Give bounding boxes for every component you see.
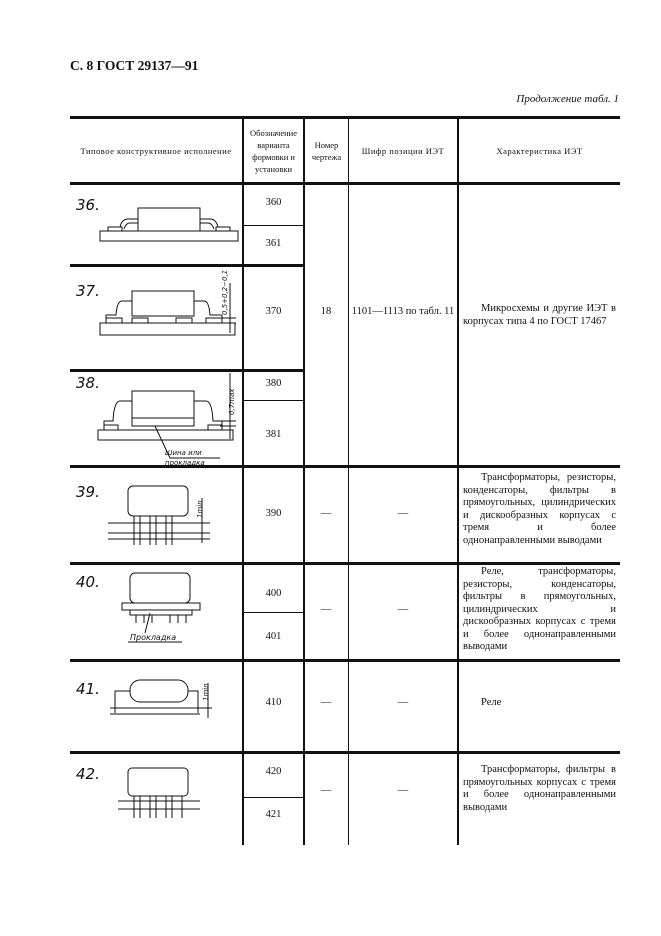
dimension-label: 0,7max — [228, 388, 236, 415]
row-label: 36. — [76, 196, 100, 214]
row-label: 37. — [76, 282, 100, 300]
drawing-number: — — [320, 697, 332, 708]
row-label: 38. — [76, 374, 100, 392]
characteristic: Реле — [481, 697, 502, 708]
construction-drawings: 0,5+0,2−0,1 0,7max Шина или прокладка 1m… — [97, 207, 239, 818]
variant-code: 410 — [265, 697, 282, 708]
dimension-label: 0,5+0,2−0,1 — [221, 270, 229, 315]
row-label: 40. — [76, 573, 100, 591]
variant-code: 421 — [265, 809, 282, 820]
drawing-note: Прокладка — [130, 633, 176, 642]
dimension-label: 1min — [202, 683, 210, 701]
header-characteristic: Характеристика ИЭТ — [496, 145, 583, 156]
page-header-title: С. 8 ГОСТ 29137—91 — [70, 58, 199, 73]
variant-code: 420 — [265, 766, 282, 777]
variant-code: 370 — [265, 306, 282, 317]
characteristic: Трансформаторы, фильтры в прямоугольных … — [463, 764, 616, 813]
variant-code: 361 — [265, 238, 282, 249]
variant-code: 401 — [265, 631, 282, 642]
variant-code: 380 — [265, 378, 282, 389]
row-label: 39. — [76, 483, 100, 501]
variant-code: 360 — [265, 197, 282, 208]
variant-code: 390 — [265, 508, 282, 519]
header-variant: Обозначение варианта формовки и установк… — [250, 127, 297, 174]
row-label: 42. — [76, 765, 100, 783]
iet-code: — — [397, 697, 409, 708]
drawing-38: 0,7max Шина или прокладка — [97, 373, 236, 467]
characteristic: Реле, трансформаторы, резисторы, конденс… — [463, 566, 616, 652]
variant-code: 381 — [265, 429, 282, 440]
table-continuation-label: Продолжение табл. 1 — [516, 93, 619, 105]
variant-code: 400 — [265, 588, 282, 599]
drawing-number: — — [320, 785, 332, 796]
drawing-36 — [99, 207, 239, 242]
drawing-note: прокладка — [165, 459, 205, 467]
dimension-label: 1min — [196, 500, 204, 518]
drawing-42 — [118, 767, 200, 818]
iet-code: — — [397, 604, 409, 615]
iet-code: 1101—1113 по табл. 11 — [351, 306, 455, 317]
drawing-37: 0,5+0,2−0,1 — [99, 270, 236, 336]
drawing-41: 1min — [110, 679, 212, 718]
drawing-note: Шина или — [165, 449, 202, 457]
iet-code: — — [397, 508, 409, 519]
drawing-40: Прокладка — [121, 572, 201, 643]
iet-code: — — [397, 785, 409, 796]
header-drawing-number: Номер чертежа — [311, 139, 342, 162]
header-construction: Типовое конструктивное исполнение — [80, 145, 232, 156]
drawing-number: — — [320, 508, 332, 519]
characteristic: Трансформаторы, резисторы, конденсаторы,… — [463, 472, 616, 546]
drawing-number: — — [320, 604, 332, 615]
drawing-39: 1min — [108, 485, 210, 545]
characteristic: Микросхемы и другие ИЭТ в корпусах типа … — [463, 303, 616, 327]
header-code: Шифр позиции ИЭТ — [361, 145, 445, 156]
drawing-number: 18 — [320, 306, 332, 317]
row-label: 41. — [76, 680, 100, 698]
